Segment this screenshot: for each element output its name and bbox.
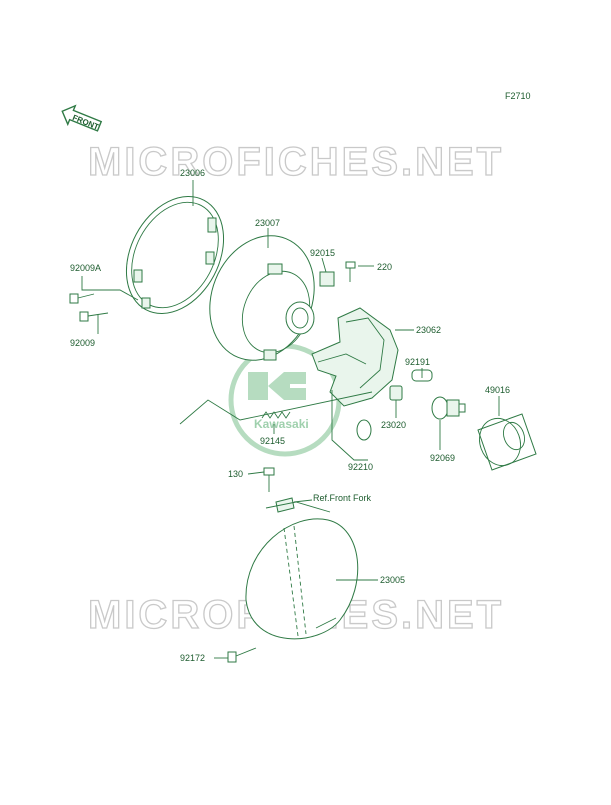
label-23062: 23062 xyxy=(416,325,441,335)
label-23020: 23020 xyxy=(381,420,406,430)
part-92009-screw xyxy=(79,311,109,322)
part-92172-screw xyxy=(227,647,257,663)
leader-lines xyxy=(81,180,500,659)
label-92172: 92172 xyxy=(180,653,205,663)
label-23006: 23006 xyxy=(180,168,205,178)
label-92009a: 92009A xyxy=(70,263,101,273)
part-23062-bracket xyxy=(311,307,399,407)
part-23007-housing xyxy=(209,235,315,361)
part-23006-rim xyxy=(125,195,225,315)
label-92191: 92191 xyxy=(405,357,430,367)
part-92009a-screw xyxy=(69,293,95,304)
label-220: 220 xyxy=(377,262,392,272)
front-fork-bracket xyxy=(275,497,295,513)
part-220-bolt xyxy=(345,261,356,282)
label-ref-front-fork: Ref.Front Fork xyxy=(313,493,372,503)
part-92210-washer xyxy=(356,419,372,441)
label-130: 130 xyxy=(228,469,243,479)
part-49016-boot xyxy=(477,413,537,471)
part-23020-grommet xyxy=(389,385,403,401)
label-23005: 23005 xyxy=(380,575,405,585)
watermark-top: MICROFICHES.NET xyxy=(88,140,504,184)
label-23007: 23007 xyxy=(255,218,280,228)
label-92015: 92015 xyxy=(310,248,335,258)
label-49016: 49016 xyxy=(485,385,510,395)
part-92015-nut xyxy=(319,271,335,287)
kawasaki-logo-text: Kawasaki xyxy=(254,417,309,431)
label-92145: 92145 xyxy=(260,436,285,446)
part-130-bolt xyxy=(263,467,275,492)
label-92009: 92009 xyxy=(70,338,95,348)
figure-code: F2710 xyxy=(505,91,531,101)
part-labels: 23006 23007 92015 220 92009A 92009 23062… xyxy=(70,168,510,663)
label-92210: 92210 xyxy=(348,462,373,472)
kawasaki-logo: Kawasaki xyxy=(228,343,342,457)
front-arrow-icon: FRONT xyxy=(61,104,103,132)
part-23005-lens xyxy=(245,518,359,640)
part-92145-spring xyxy=(261,411,291,419)
label-92069: 92069 xyxy=(430,453,455,463)
part-92069-bulb xyxy=(431,396,466,420)
